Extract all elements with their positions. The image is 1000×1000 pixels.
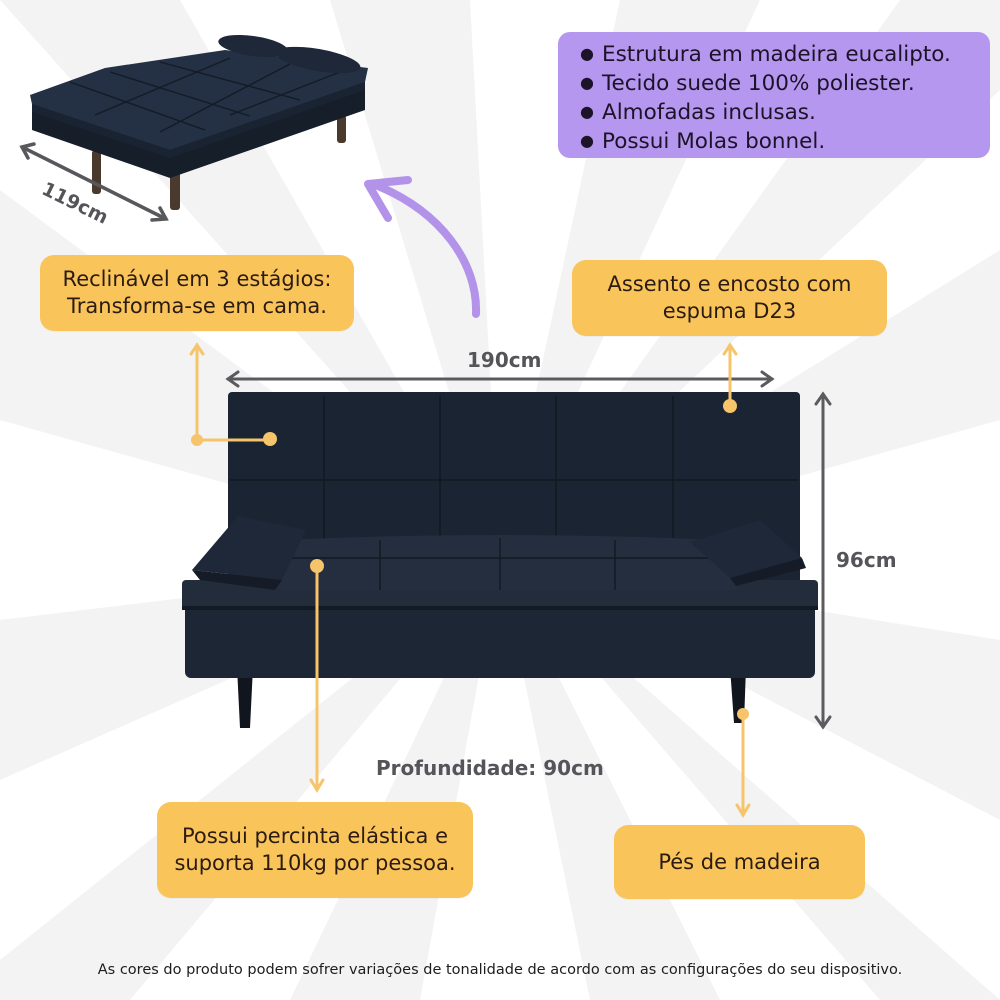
bullet-icon: ●	[580, 73, 594, 92]
pillow-right	[690, 520, 806, 586]
double-arrow-diagonal-icon	[19, 142, 169, 222]
features-list: ●Estrutura em madeira eucalipto. ●Tecido…	[580, 40, 990, 156]
depth-label: Profundidade: 90cm	[376, 756, 604, 780]
width-label: 190cm	[467, 348, 542, 372]
sofa-leg	[237, 667, 253, 728]
bullet-icon: ●	[580, 102, 594, 121]
height-label: 96cm	[836, 548, 897, 572]
feature-item: ●Estrutura em madeira eucalipto.	[580, 42, 951, 67]
sofa-bed-illustration	[19, 34, 368, 222]
feature-item: ●Almofadas inclusas.	[580, 100, 816, 125]
color-disclaimer: As cores do produto podem sofrer variaçõ…	[97, 962, 903, 978]
bed-leg	[170, 168, 180, 210]
callout-webbing: Possui percinta elástica e suporta 110kg…	[157, 802, 473, 898]
sofa-illustration	[182, 392, 818, 728]
curved-arrow-icon	[364, 176, 481, 318]
bullet-icon: ●	[580, 131, 594, 150]
bullet-icon: ●	[580, 44, 594, 63]
pillow	[275, 46, 361, 74]
features-panel: ●Estrutura em madeira eucalipto. ●Tecido…	[558, 32, 990, 158]
callout-foam: Assento e encosto com espuma D23	[572, 260, 887, 336]
bed-leg	[337, 115, 346, 143]
pillow-left	[192, 516, 306, 590]
callout-legs: Pés de madeira	[614, 825, 865, 899]
callout-recline: Reclinável em 3 estágios: Transforma-se …	[40, 255, 354, 331]
feature-item: ●Possui Molas bonnel.	[580, 129, 826, 154]
feature-item: ●Tecido suede 100% poliester.	[580, 71, 915, 96]
pillow	[218, 34, 288, 58]
